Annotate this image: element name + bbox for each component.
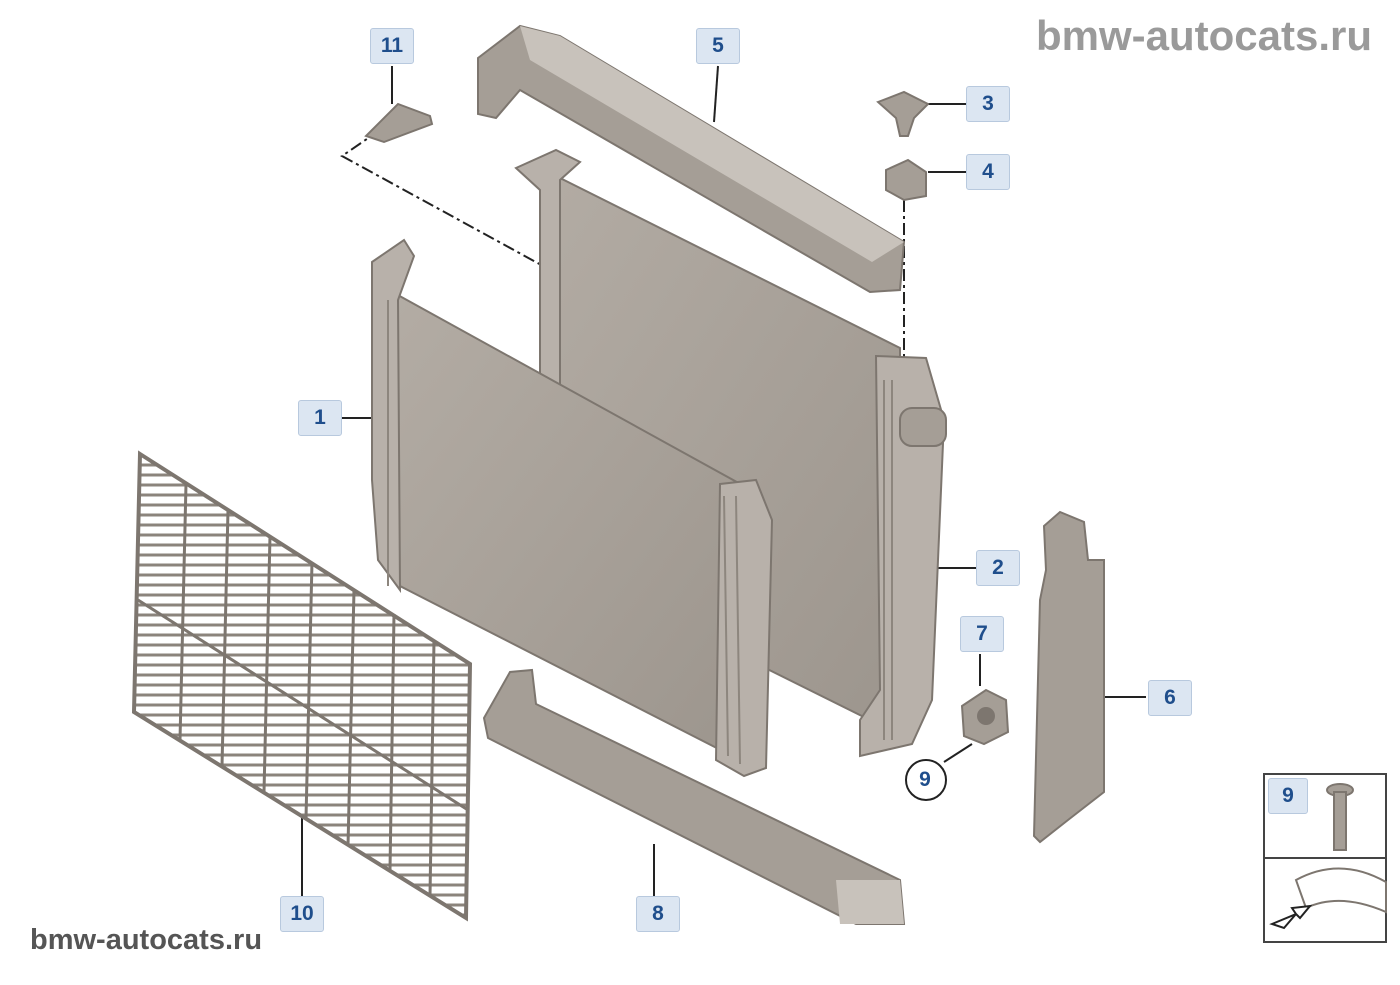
callout-9[interactable]: 9 bbox=[919, 768, 931, 791]
grille-guard-icon bbox=[131, 450, 473, 922]
rubber-mount-7-icon bbox=[960, 688, 1010, 746]
callout-11[interactable]: 11 bbox=[370, 28, 414, 64]
callout-3[interactable]: 3 bbox=[966, 86, 1010, 122]
callout-4[interactable]: 4 bbox=[966, 154, 1010, 190]
vehicle-front-icon bbox=[1294, 867, 1387, 914]
watermark-bottom: bmw-autocats.ru bbox=[30, 924, 263, 956]
callout-5[interactable]: 5 bbox=[696, 28, 740, 64]
side-air-duct-icon bbox=[1032, 510, 1105, 844]
callout-1[interactable]: 1 bbox=[298, 400, 342, 436]
callout-10[interactable]: 10 bbox=[280, 896, 324, 932]
front-radiator-icon bbox=[371, 238, 774, 778]
clip-9-marker-icon bbox=[905, 759, 947, 801]
arrow-icon bbox=[1269, 904, 1313, 930]
watermark-top: bmw-autocats.ru bbox=[1035, 12, 1372, 59]
drain-plug-icon bbox=[364, 102, 434, 144]
callout-7[interactable]: 7 bbox=[960, 616, 1004, 652]
callout-8[interactable]: 8 bbox=[636, 896, 680, 932]
callout-6[interactable]: 6 bbox=[1148, 680, 1192, 716]
clip-3-icon bbox=[876, 90, 930, 137]
mount-4-icon bbox=[885, 158, 927, 202]
inset-panel bbox=[1263, 773, 1387, 943]
callout-2[interactable]: 2 bbox=[976, 550, 1020, 586]
top-air-duct-icon bbox=[477, 24, 906, 294]
bottom-air-duct-icon bbox=[482, 668, 906, 925]
inset-callout-9[interactable]: 9 bbox=[1268, 778, 1308, 814]
